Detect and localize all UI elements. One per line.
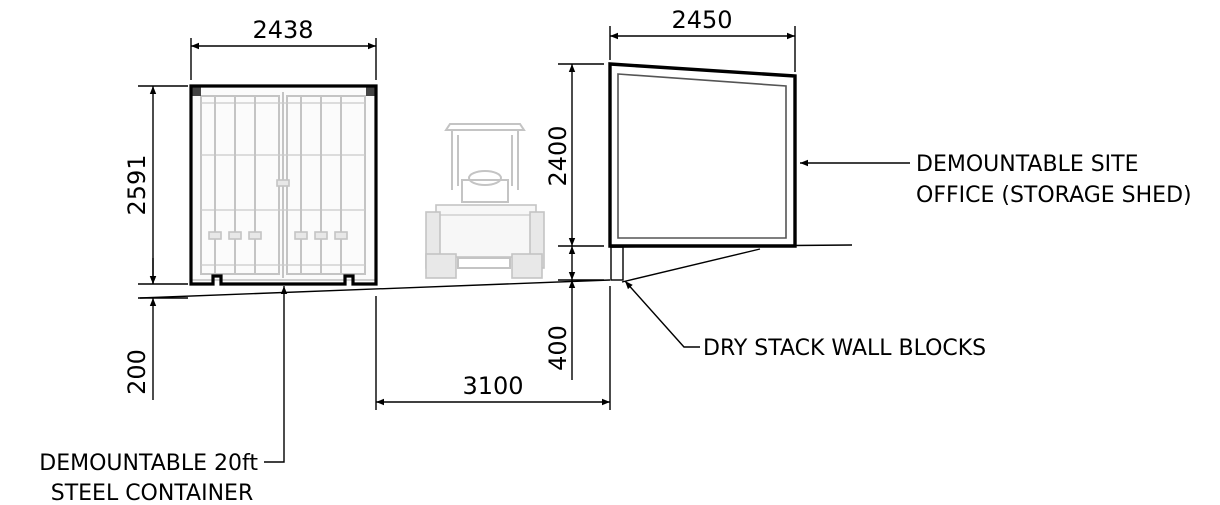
dim-office-base-text: 400 (544, 325, 572, 371)
dim-office-height: 2400 (544, 63, 604, 247)
container-label-line1: DEMOUNTABLE 20ft (39, 451, 258, 476)
dim-container-width: 2438 (190, 16, 377, 80)
dim-gap: 3100 (375, 286, 611, 410)
dim-gap-text: 3100 (462, 372, 523, 400)
leader-wall-blocks: DRY STACK WALL BLOCKS (624, 280, 986, 361)
dim-container-height: 2591 (123, 85, 188, 285)
dim-container-height-text: 2591 (123, 154, 151, 215)
office-label-line2: OFFICE (STORAGE SHED) (916, 183, 1192, 208)
dim-office-base: 400 (544, 246, 604, 380)
wall-blocks-label: DRY STACK WALL BLOCKS (703, 336, 986, 361)
dim-office-width-text: 2450 (671, 6, 732, 34)
office-label-line1: DEMOUNTABLE SITE (916, 152, 1139, 177)
dim-container-offset: 200 (123, 258, 188, 400)
tractor-icon (425, 123, 545, 279)
dim-office-height-text: 2400 (544, 125, 572, 186)
dim-container-width-text: 2438 (252, 16, 313, 44)
dim-office-width: 2450 (609, 6, 796, 72)
site-office (608, 62, 797, 281)
dim-container-offset-text: 200 (123, 349, 151, 395)
leader-container: DEMOUNTABLE 20ft STEEL CONTAINER (39, 286, 288, 505)
container-label-line2: STEEL CONTAINER (51, 481, 254, 505)
steel-container (189, 84, 378, 286)
leader-office: DEMOUNTABLE SITE OFFICE (STORAGE SHED) (800, 152, 1192, 208)
